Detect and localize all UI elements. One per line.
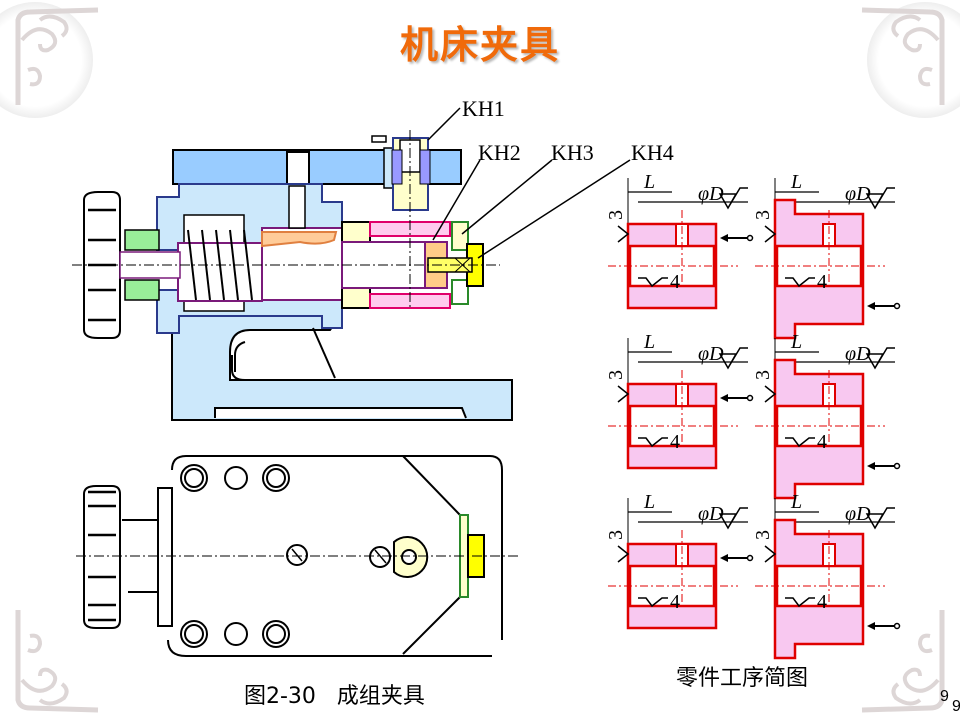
roughness-left-label: 3 — [752, 370, 774, 380]
roughness-symbol — [718, 347, 748, 370]
corner-ornament-bottom-left — [15, 610, 99, 713]
roughness-left-label: 3 — [752, 210, 774, 220]
callout-kh2: KH2 — [478, 140, 521, 165]
dimension-diameter-label: φD — [698, 503, 724, 525]
fixture-base — [171, 315, 513, 421]
dimension-diameter-label: φD — [845, 343, 871, 365]
roughness-left-label: 3 — [605, 210, 627, 220]
dimension-length-label: L — [643, 331, 655, 353]
roughness-left-label: 3 — [605, 530, 627, 540]
page-number: 9 — [940, 688, 949, 705]
roughness-symbol — [718, 507, 748, 530]
roughness-symbol — [865, 347, 895, 370]
roughness-symbol — [718, 187, 748, 210]
corner-ornament-top-right — [861, 2, 960, 118]
dimension-diameter-label: φD — [698, 183, 724, 205]
dimension-length-label: L — [790, 171, 802, 193]
roughness-symbol — [865, 187, 895, 210]
dimension-length-label: L — [643, 491, 655, 513]
dimension-length-label: L — [790, 331, 802, 353]
roughness-inner-label: 4 — [817, 271, 827, 293]
callout-kh4: KH4 — [631, 140, 674, 165]
roughness-inner-label: 4 — [670, 591, 680, 613]
parts-caption: 零件工序简图 — [676, 666, 809, 691]
figure-caption: 图2-30 成组夹具 — [244, 684, 425, 709]
roughness-inner-label: 4 — [817, 591, 827, 613]
roughness-inner-label: 4 — [817, 431, 827, 453]
dimension-length-label: L — [643, 171, 655, 193]
roughness-inner-label: 4 — [670, 431, 680, 453]
corner-ornament-top-left — [0, 2, 99, 118]
callout-kh1: KH1 — [462, 96, 505, 121]
slide-title: 机床夹具 — [399, 23, 560, 67]
roughness-symbol — [865, 507, 895, 530]
dimension-length-label: L — [790, 491, 802, 513]
page-number-overflow: 9 — [952, 698, 960, 715]
dimension-diameter-label: φD — [845, 183, 871, 205]
callout-kh3: KH3 — [551, 140, 594, 165]
dimension-diameter-label: φD — [698, 343, 724, 365]
corner-ornament-bottom-right — [861, 610, 945, 713]
dimension-diameter-label: φD — [845, 503, 871, 525]
roughness-inner-label: 4 — [670, 271, 680, 293]
roughness-left-label: 3 — [605, 370, 627, 380]
roughness-left-label: 3 — [752, 530, 774, 540]
